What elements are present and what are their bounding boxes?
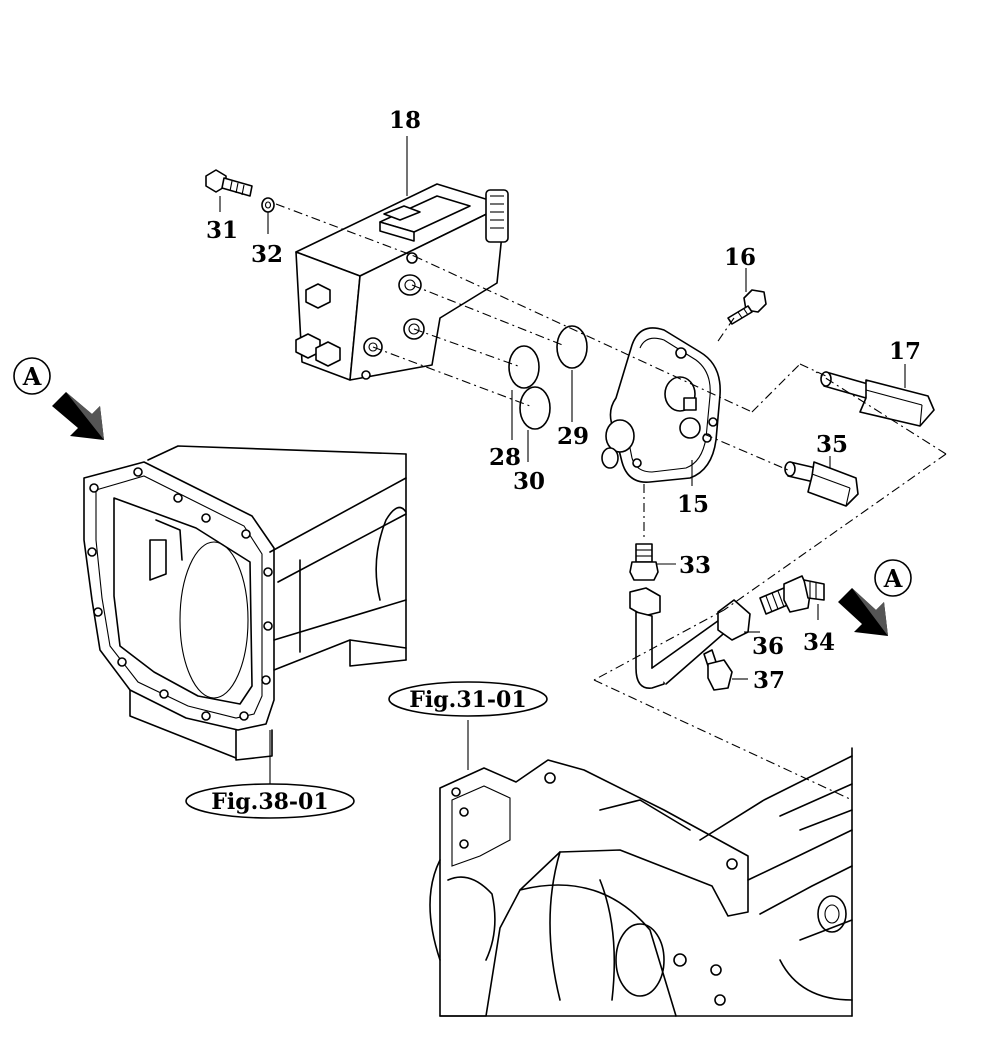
assembly-center-lines: [275, 203, 947, 801]
part-label-29: 29: [557, 423, 589, 450]
washer-32: [261, 197, 275, 213]
o-ring-28: [508, 345, 540, 389]
figure-ref-bottom: Fig.31-01: [409, 687, 526, 713]
part-label-30: 30: [513, 468, 545, 495]
transmission-housing-bottom: [429, 747, 853, 1017]
part-label-35: 35: [816, 431, 848, 458]
part-label-37: 37: [753, 667, 785, 694]
bolt-16: [727, 289, 767, 325]
cover-plate-15: [601, 327, 721, 483]
figure-ref-bottom-oval: [388, 681, 548, 717]
part-label-34: 34: [803, 629, 835, 656]
o-ring-30: [519, 386, 551, 430]
plug-35: [784, 461, 859, 507]
elbow-fitting-34: [759, 575, 825, 615]
view-marker-left-circle: [13, 357, 51, 395]
valve-body-18: [295, 183, 509, 381]
figure-ref-left-oval: [185, 783, 355, 819]
view-marker-right-circle: [874, 559, 912, 597]
view-marker-right-label: A: [883, 564, 903, 593]
part-label-31: 31: [206, 217, 238, 244]
part-label-33: 33: [679, 552, 711, 579]
pipe-36: [629, 587, 751, 689]
part-label-28: 28: [489, 444, 521, 471]
figure-ref-left: Fig.38-01: [211, 789, 328, 815]
o-ring-29: [556, 325, 588, 369]
part-label-18: 18: [389, 107, 421, 134]
part-label-17: 17: [889, 338, 921, 365]
view-arrow-left: [52, 392, 104, 440]
part-label-36: 36: [752, 633, 784, 660]
grease-nipple-37: [703, 649, 733, 691]
part-label-15: 15: [677, 491, 709, 518]
view-marker-left-label: A: [22, 362, 42, 391]
fitting-33: [629, 543, 659, 581]
view-arrow-right: [838, 588, 888, 636]
part-label-32: 32: [251, 241, 283, 268]
plug-17: [820, 371, 935, 427]
transmission-housing-left: [83, 445, 407, 761]
bolt-31: [205, 169, 253, 197]
part-label-16: 16: [724, 244, 756, 271]
leader-lines: [219, 136, 906, 786]
